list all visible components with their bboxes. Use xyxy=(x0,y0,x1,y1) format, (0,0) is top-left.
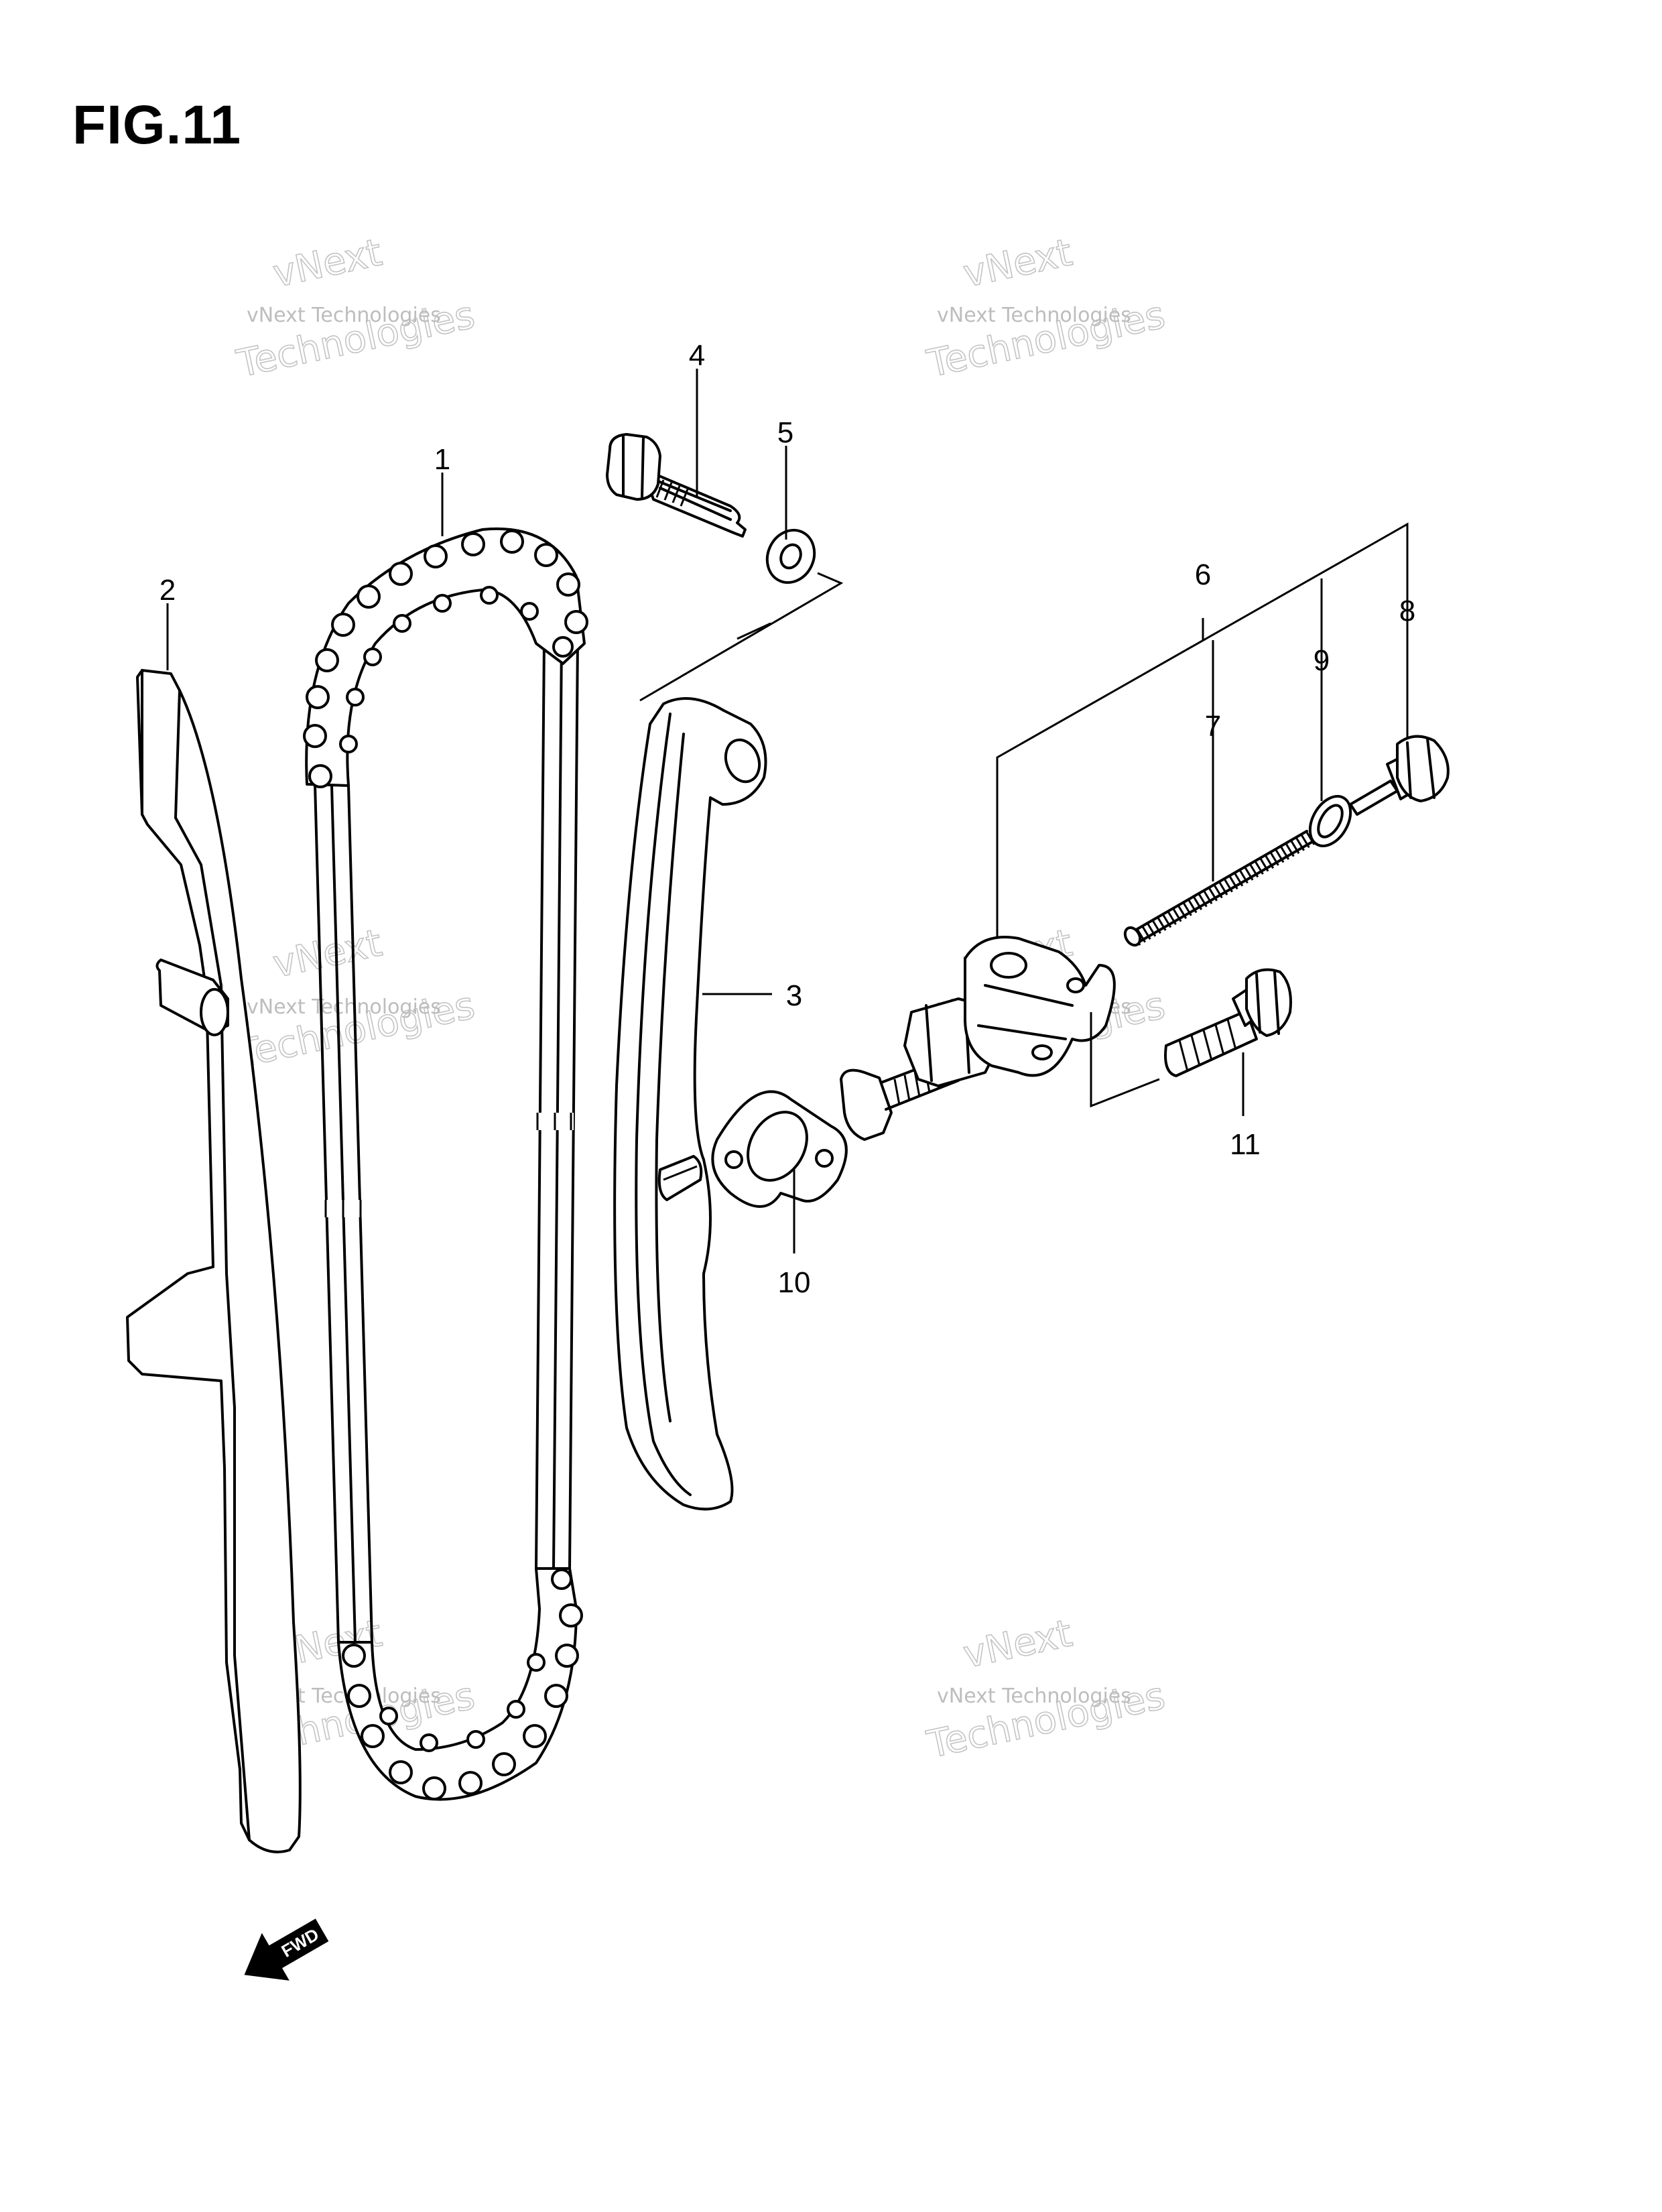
gasket-part-10 xyxy=(711,1090,848,1208)
washer-part-5 xyxy=(765,529,816,584)
watermark-line3: vNext Technologies xyxy=(937,1684,1131,1708)
chain-break-marks xyxy=(322,1113,574,1217)
callout-8: 8 xyxy=(1399,595,1415,627)
callout-5: 5 xyxy=(777,416,793,449)
watermark-line3: vNext Technologies xyxy=(247,304,441,327)
callout-11: 11 xyxy=(1230,1128,1261,1161)
callout-6: 6 xyxy=(1195,558,1211,591)
callout-4: 4 xyxy=(689,339,705,372)
watermark-line1: vNext xyxy=(960,1611,1076,1677)
callout-7: 7 xyxy=(1205,710,1221,743)
watermark-line1: vNext xyxy=(269,231,386,296)
chain-guide-part-2 xyxy=(126,669,302,1853)
callout-3: 3 xyxy=(786,979,802,1012)
callout-2: 2 xyxy=(159,574,176,607)
figure-title: FIG.11 xyxy=(72,95,242,156)
callout-labels: 1 2 3 4 5 6 7 8 9 10 11 xyxy=(159,339,1415,1299)
tensioner-arm-part-3 xyxy=(613,697,767,1511)
bolt-part-4 xyxy=(606,433,747,538)
watermark-line1: vNext xyxy=(960,231,1076,296)
watermark-line3: vNext Technologies xyxy=(937,304,1131,327)
fwd-direction-arrow: FWD xyxy=(244,1918,329,1981)
callout-1: 1 xyxy=(434,443,450,476)
cap-bolt-part-8 xyxy=(1349,735,1450,816)
leader-lines xyxy=(166,369,1409,1253)
callout-10: 10 xyxy=(778,1266,811,1299)
cam-chain-part-1 xyxy=(303,527,588,1801)
chain-top-links xyxy=(303,527,588,788)
watermark-line1: vNext xyxy=(269,921,386,987)
tensioner-body-part-6 xyxy=(840,936,1116,1141)
o-ring-part-9 xyxy=(1308,795,1352,847)
bolt-part-11 xyxy=(1164,968,1292,1077)
watermark-line3: vNext Technologies xyxy=(247,995,441,1019)
spring-part-7 xyxy=(1123,830,1316,947)
callout-9: 9 xyxy=(1314,644,1330,677)
chain-bottom-links xyxy=(337,1567,583,1801)
